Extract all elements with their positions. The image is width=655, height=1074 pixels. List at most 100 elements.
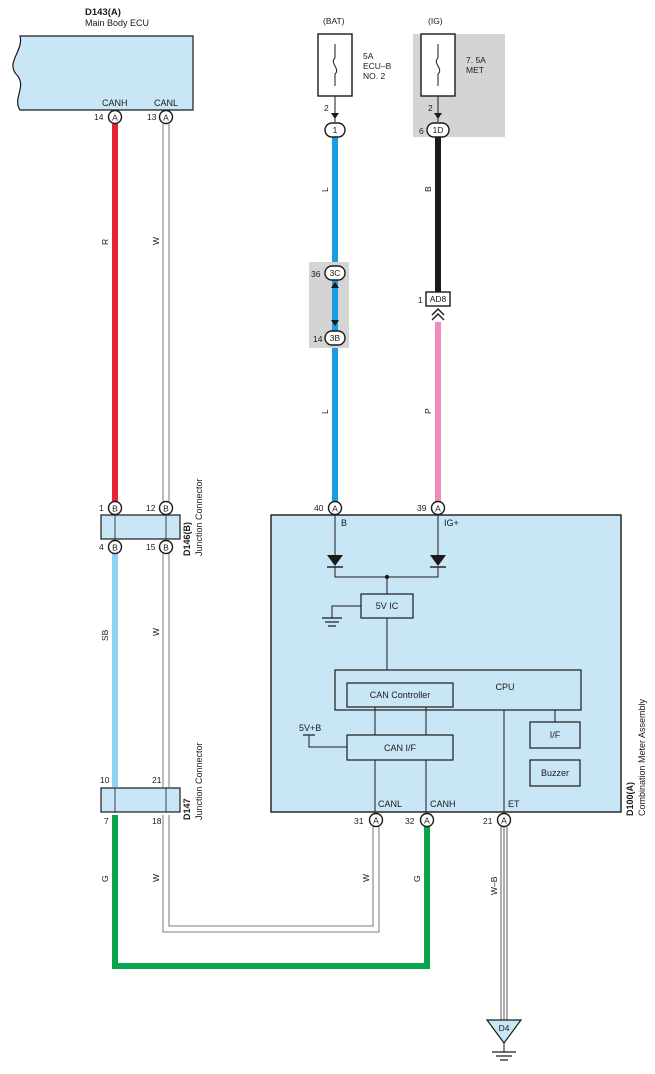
d146-pin-bl: 4 <box>99 542 104 552</box>
meter-lbl-ig: IG+ <box>444 518 459 528</box>
d146-code: D146(B) <box>182 522 192 556</box>
fuse-ig-pin: 2 <box>428 103 433 113</box>
ecu-canl-label: CANL <box>154 98 178 108</box>
d146-pin-tl: 1 <box>99 503 104 513</box>
d146-pin-tr: 12 <box>146 503 156 513</box>
wire-label-l2: L <box>320 409 330 414</box>
ground-d4-triangle <box>485 1019 523 1045</box>
wire-white-bottom <box>163 815 379 932</box>
d147-pin-bl: 7 <box>104 816 109 826</box>
pin-marker-d146-br: B <box>158 539 174 555</box>
ground-d4: D4 <box>485 1019 523 1061</box>
junction-d147: 10 21 7 18 D147 Junction Connector <box>100 742 204 826</box>
pin-marker-meter-et: A <box>496 812 512 828</box>
d146-conn-br: B <box>163 543 169 553</box>
fuse-bat-pin: 2 <box>324 103 329 113</box>
meter-can-controller <box>346 682 454 708</box>
wire-label-g2: G <box>412 875 422 882</box>
fuse-bat: (BAT) 5A ECU–B NO. 2 2 1 <box>317 16 392 138</box>
d146-conn-tr: B <box>163 504 169 514</box>
wire-label-sb: SB <box>100 629 110 641</box>
fuse-ig-line1: 7. 5A <box>466 55 486 65</box>
connector-3c <box>324 265 346 281</box>
meter-can-controller-label: CAN Controller <box>370 690 431 700</box>
pin-marker-d146-tl: B <box>107 500 123 516</box>
combination-meter: D100(A) Combination Meter Assembly 40 39… <box>270 503 647 826</box>
meter-conn-canh: A <box>424 816 430 826</box>
connector-ad8: 1 AD8 <box>418 291 451 321</box>
meter-conn-canl: A <box>373 816 379 826</box>
meter-diode-b <box>327 555 343 566</box>
meter-pin-canh: 32 <box>405 816 415 826</box>
fuse-ig-connector <box>426 122 450 138</box>
fuse-bat-conn: 1 <box>333 125 338 135</box>
meter-can-if-label: CAN I/F <box>384 743 417 753</box>
meter-conn-ig: A <box>435 504 441 514</box>
meter-pin-canl: 31 <box>354 816 364 826</box>
fuse-ig-icon <box>435 44 441 86</box>
pin-marker-ecu-canh: A 14 <box>94 109 123 125</box>
pin-marker-d146-tr: B <box>158 500 174 516</box>
main-body-ecu: D143(A) Main Body ECU CANH CANL <box>12 7 194 111</box>
d146-name: Junction Connector <box>194 478 204 556</box>
wire-label-l1: L <box>320 187 330 192</box>
fuse-bat-line3: NO. 2 <box>363 71 385 81</box>
pin-marker-meter-canl: A <box>368 812 384 828</box>
fuse-ig-conn-pin: 6 <box>419 126 424 136</box>
wire-label-g1: G <box>100 875 110 882</box>
meter-lbl-et: ET <box>508 799 520 809</box>
pin-markers: A 14 A 13 B B B B A A <box>94 109 512 828</box>
fuse-ig-source: (IG) <box>428 16 443 26</box>
ground-d4-label: D4 <box>499 1023 510 1033</box>
d146-conn-tl: B <box>112 504 118 514</box>
meter-conn-et: A <box>501 816 507 826</box>
meter-pin-ig: 39 <box>417 503 427 513</box>
meter-pin-b: 40 <box>314 503 324 513</box>
meter-cpu-label: CPU <box>495 682 514 692</box>
d146-pin-br: 15 <box>146 542 156 552</box>
d147-pin-tr: 21 <box>152 775 162 785</box>
wire-label-wb: W–B <box>489 876 499 895</box>
wire-label-w3: W <box>151 874 161 882</box>
d147-box <box>100 787 181 813</box>
meter-cpu <box>334 669 582 711</box>
meter-code: D100(A) <box>625 782 635 816</box>
fuse-bat-source: (BAT) <box>323 16 345 26</box>
meter-name: Combination Meter Assembly <box>637 698 647 816</box>
meter-lbl-canl: CANL <box>378 799 402 809</box>
wire-label-p: P <box>423 408 433 414</box>
connector-ad8-label: AD8 <box>430 294 447 304</box>
meter-buzzer-label: Buzzer <box>541 768 569 778</box>
meter-lbl-canh: CANH <box>430 799 456 809</box>
fuse-ig-line2: MET <box>466 65 484 75</box>
connector-3b-label: 3B <box>330 333 341 343</box>
wire-labels: R W L B L P SB W G W W G W–B <box>100 186 499 895</box>
meter-conn-b: A <box>332 504 338 514</box>
ecu-canh-label: CANH <box>102 98 128 108</box>
meter-diode-ig <box>430 555 446 566</box>
ecu-pin-canl: 13 <box>147 112 157 122</box>
connector-3c-pin: 36 <box>311 269 321 279</box>
d147-name: Junction Connector <box>194 742 204 820</box>
wires <box>112 124 508 1020</box>
pin-marker-d146-bl: B <box>107 539 123 555</box>
connector-3c-label: 3C <box>330 268 341 278</box>
d147-pin-br: 18 <box>152 816 162 826</box>
fuse-bat-line2: ECU–B <box>363 61 392 71</box>
connector-ad8-box <box>425 291 451 307</box>
pin-marker-meter-b: A <box>327 500 343 516</box>
d147-code: D147 <box>182 798 192 820</box>
wire-green-g <box>112 815 430 969</box>
fuse-bat-line1: 5A <box>363 51 374 61</box>
wire-label-b: B <box>423 186 433 192</box>
junction-d146: 1 12 4 15 D146(B) Junction Connector <box>99 478 204 556</box>
connector-3b <box>324 330 346 346</box>
wire-label-r: R <box>100 239 110 245</box>
d146-box <box>100 514 181 540</box>
ecu-conn-canh: A <box>112 113 118 123</box>
d147-pin-tl: 10 <box>100 775 110 785</box>
meter-lbl-b: B <box>341 518 347 528</box>
fuse-bat-icon <box>332 44 338 86</box>
wire-label-w1: W <box>151 237 161 245</box>
ecu-conn-canl: A <box>163 113 169 123</box>
